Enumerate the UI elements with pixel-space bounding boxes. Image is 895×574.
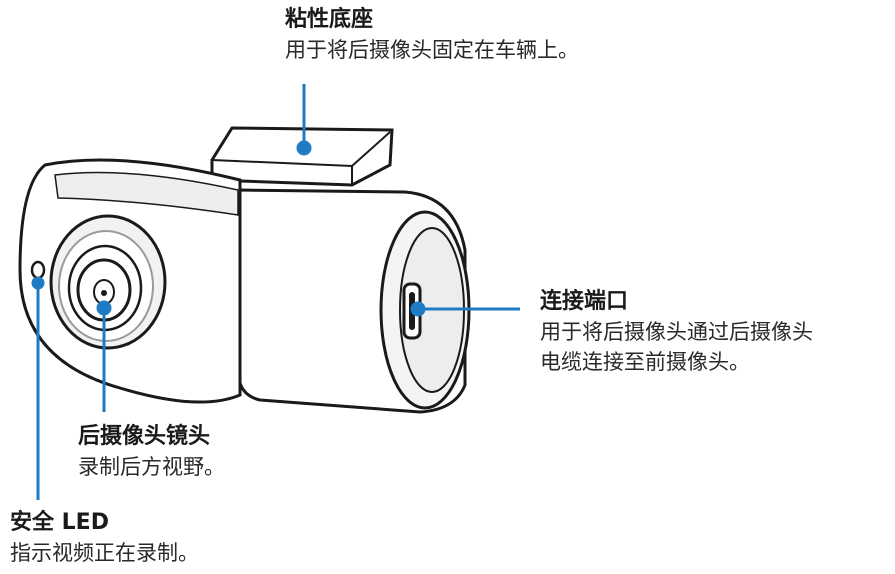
rear-lens [49, 214, 167, 350]
callout-port-desc-line2: 电缆连接至前摄像头。 [540, 350, 750, 374]
safety-led [30, 260, 46, 280]
callout-led-title: 安全 LED [10, 510, 109, 535]
callout-lens-title: 后摄像头镜头 [78, 424, 211, 449]
callout-lens-desc: 录制后方视野。 [78, 455, 225, 479]
callout-mount-title: 粘性底座 [285, 7, 374, 32]
leader-mount-dot [296, 140, 312, 156]
leader-lens-dot [96, 300, 112, 316]
callout-connection-port: 连接端口 用于将后摄像头通过后摄像头 电缆连接至前摄像头。 [540, 287, 813, 377]
callout-rear-lens: 后摄像头镜头 录制后方视野。 [78, 422, 225, 482]
callout-safety-led: 安全 LED 指示视频正在录制。 [10, 508, 199, 568]
adhesive-mount [210, 126, 394, 187]
leader-lines [31, 84, 520, 500]
camera-rear-body [236, 188, 471, 414]
leader-led-dot [31, 276, 45, 290]
callout-adhesive-mount: 粘性底座 用于将后摄像头固定在车辆上。 [285, 5, 579, 65]
callout-port-title: 连接端口 [540, 289, 629, 314]
leader-port-dot [410, 301, 426, 317]
callout-port-desc-line1: 用于将后摄像头通过后摄像头 [540, 320, 813, 344]
callout-led-desc: 指示视频正在录制。 [10, 541, 199, 565]
callout-mount-desc: 用于将后摄像头固定在车辆上。 [285, 38, 579, 62]
